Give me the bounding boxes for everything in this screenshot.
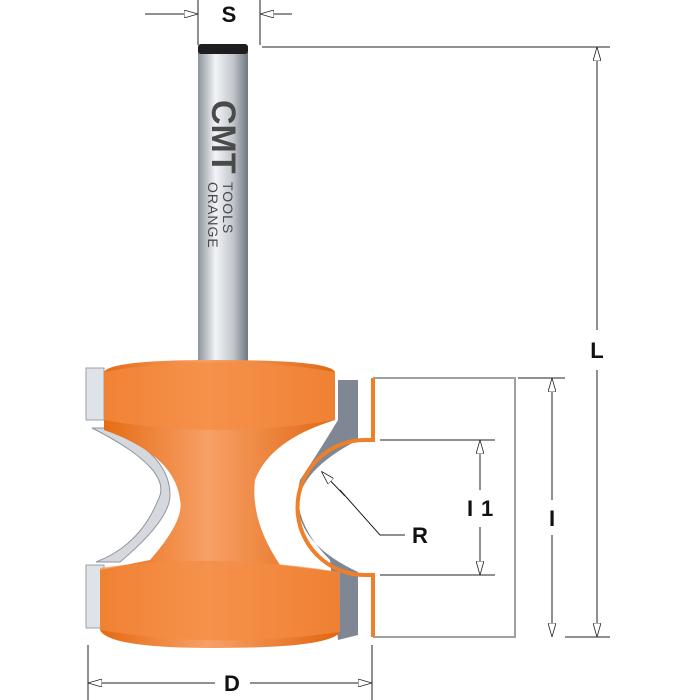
dimension-r: R xyxy=(322,472,428,548)
dimension-i: I xyxy=(518,377,565,636)
svg-text:ORANGE: ORANGE xyxy=(205,182,221,249)
svg-text:TOOLS: TOOLS xyxy=(220,182,236,234)
dimension-s: S xyxy=(145,0,292,45)
label-s: S xyxy=(222,2,237,27)
cutter-body xyxy=(100,360,340,648)
shank xyxy=(198,44,248,370)
dimension-l: L xyxy=(262,46,610,638)
workpiece-profile xyxy=(295,377,516,638)
label-i1: I xyxy=(467,496,473,521)
label-i: I xyxy=(549,506,555,531)
label-l: L xyxy=(590,338,603,363)
label-r: R xyxy=(412,523,428,548)
svg-text:CMT: CMT xyxy=(204,100,242,174)
label-i1-subscript: 1 xyxy=(481,496,493,521)
logo: CMT ORANGE TOOLS xyxy=(204,100,242,249)
label-d: D xyxy=(224,671,240,696)
dimension-i1: I 1 xyxy=(380,439,495,576)
dimension-d: D xyxy=(87,645,373,700)
